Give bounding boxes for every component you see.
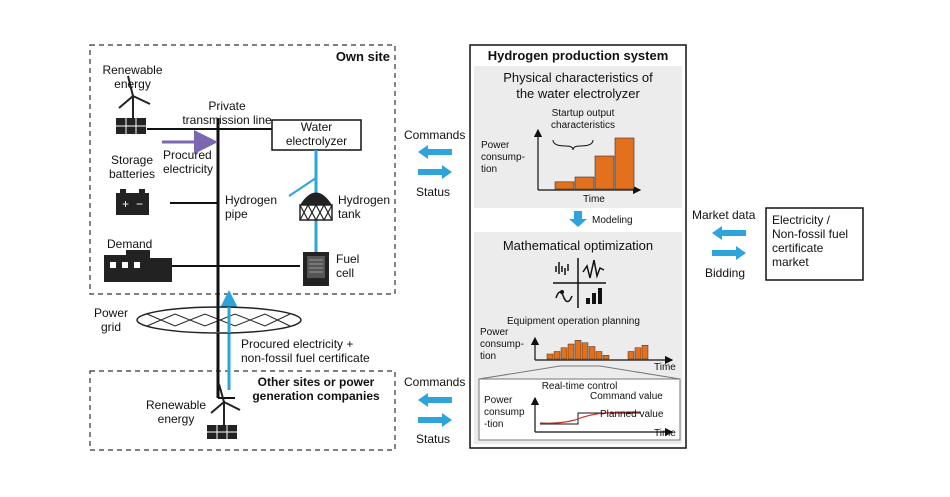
bidding-arrow [712,246,746,260]
realtime-panel [478,378,681,441]
storage-batteries-label: Storage batteries [108,153,156,181]
demand-label: Demand [107,237,153,251]
planning-time-label: Time [654,362,676,373]
realtime-title: Real-time control [541,381,618,392]
hydrogen-pipe-diagonal [288,177,317,197]
planning-title: Equipment operation planning [507,316,640,327]
planning-bar-12 [641,345,649,360]
own-site-title: Own site [335,49,390,64]
realtime-chart [530,396,674,437]
planning-bar-1 [546,353,554,360]
realtime-y-label: Power consump -tion [484,395,525,430]
planning-bar-2 [553,351,561,360]
physical-title: Physical characteristics of the water el… [503,70,653,101]
realtime-callout [478,365,681,380]
commands-top-label: Commands [404,128,466,142]
planning-bar-3 [560,347,568,360]
planning-bar-9 [602,355,610,360]
planning-bar-6 [581,342,589,360]
planning-bar-10 [627,351,635,360]
fuel-cell-icon [303,252,329,286]
math-title: Mathematical optimization [502,238,654,253]
commands-arrow-top [418,145,452,159]
planning-y-label: Power consump- tion [480,327,524,362]
market-data-arrow [712,226,746,240]
command-value-label: Command value [590,391,663,402]
private-transmission-line-label: Private transmission line [182,99,272,127]
market-label: Electricity / Non-fossil fuel certificat… [772,213,849,269]
own-site-box [89,44,396,295]
planning-chart [530,336,674,365]
hydrogen-tank-icon [299,192,333,222]
status-arrow-bottom [418,413,452,427]
other-sites-title: Other sites or power generation companie… [252,375,380,403]
startup-bars [554,137,635,190]
renewable-energy-label: Renewable energy [102,63,163,91]
status-bottom-label: Status [416,432,451,446]
system-title: Hydrogen production system [487,48,669,63]
planning-bars [546,340,649,360]
modeling-label: Modeling [592,215,633,226]
power-grid-label: Power grid [93,306,128,334]
planned-value-label: Planned value [600,409,664,420]
status-top-label: Status [416,185,451,199]
solar-panel-icon [116,118,146,134]
other-solar-panel-icon [207,425,237,439]
market-box [765,207,864,281]
startup-bars-bar-2 [574,176,595,190]
status-arrow-top [418,165,452,179]
storage-battery-icon: + − [116,189,149,215]
other-sites-box [89,370,396,451]
startup-bars-bar-3 [594,155,615,190]
commands-bottom-label: Commands [404,375,466,389]
realtime-time-label: Time [654,428,676,439]
market-data-label: Market data [692,208,756,222]
modeling-arrow [569,211,587,227]
hydrogen-pipe-label: Hydrogen pipe [225,193,278,221]
optimization-icon [553,258,606,308]
procured-electricity-label: Procured electricity [163,148,214,176]
commands-arrow-bottom [418,393,452,407]
hydrogen-tank-label: Hydrogen tank [338,193,391,221]
planning-bar-5 [574,340,582,360]
svg-text:+: + [122,197,129,211]
water-electrolyzer-box [271,119,362,151]
planning-bar-11 [634,347,642,360]
startup-output-label: Startup output characteristics [551,108,615,131]
planning-bar-7 [588,346,596,360]
startup-time-label: Time [583,194,605,205]
svg-text:−: − [136,197,143,211]
startup-chart [533,128,642,195]
planning-bar-4 [567,343,575,360]
other-renewable-energy-label: Renewable energy [145,398,207,426]
startup-y-label: Power consump- tion [481,140,525,175]
startup-bars-bar-1 [554,181,575,190]
fuel-cell-label: Fuel cell [336,252,360,280]
demand-factory-icon [104,250,172,282]
command-value-line [539,411,641,424]
planning-bar-8 [595,351,603,360]
water-electrolyzer-label: Water electrolyzer [285,120,348,148]
bidding-label: Bidding [705,266,746,280]
procured-certificate-label: Procured electricity + non-fossil fuel c… [241,337,370,365]
startup-bars-bar-4 [614,137,635,190]
